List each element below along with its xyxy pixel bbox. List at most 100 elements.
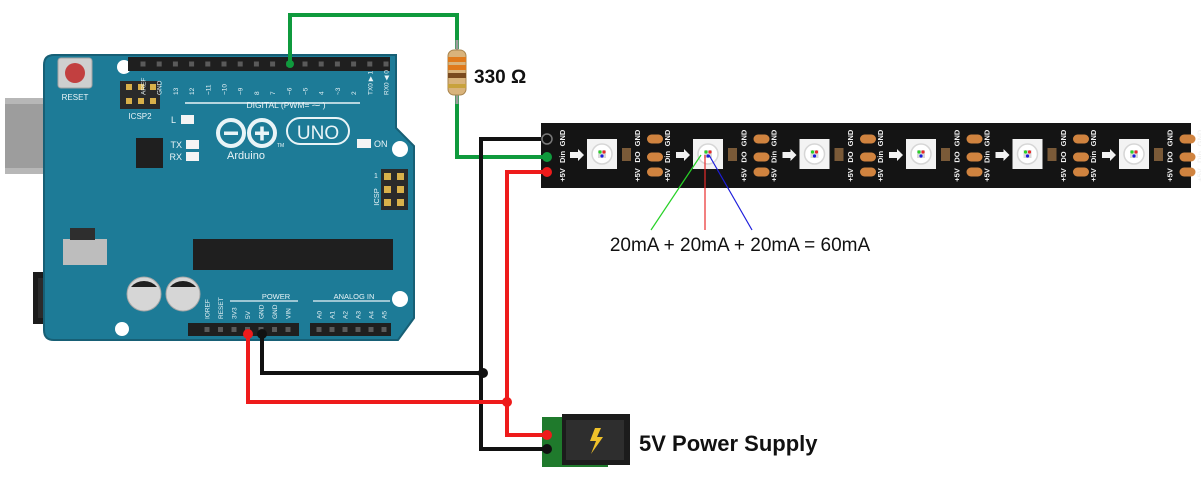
strip-solder-pad (1073, 167, 1089, 177)
digital-header-label: DIGITAL (PWM= ⁓ ) (246, 100, 325, 110)
icsp-label: ICSP (372, 188, 381, 206)
led-rx (186, 152, 199, 161)
strip-solder-pad (1179, 152, 1196, 162)
uno-badge (286, 117, 350, 145)
digital-pin-socket[interactable] (351, 61, 357, 67)
strip-solder-pad (647, 134, 663, 144)
analog-pin-socket[interactable] (329, 327, 335, 332)
strip-solder-pad (647, 152, 663, 162)
led-l (181, 115, 194, 124)
pin-label: ~11 (205, 84, 212, 95)
power-header-label: POWER (262, 292, 291, 301)
strip-pad-label: GND (558, 129, 567, 146)
led-strip: GNDDin+5VGNDDO+5VGNDDin+5VGNDDO+5VGNDDin… (541, 123, 1201, 188)
digital-pin-socket[interactable] (237, 61, 243, 67)
strip-pad-label: DO (1059, 151, 1068, 162)
analog-pin-socket[interactable] (355, 327, 361, 332)
digital-pin-socket[interactable] (221, 61, 227, 67)
resistor-body (447, 49, 467, 96)
strip-pad-label: Din (876, 151, 885, 164)
strip-solder-pad (1073, 152, 1089, 162)
icsp2-header (120, 81, 160, 109)
power-pin-socket[interactable] (218, 327, 223, 332)
analog-header-label: ANALOG IN (334, 292, 375, 301)
mounting-hole (117, 60, 131, 74)
pin-label: AREF (141, 78, 148, 95)
data-direction-arrow-icon (676, 149, 690, 161)
analog-pin-socket[interactable] (316, 327, 322, 332)
power-pin-socket[interactable] (285, 327, 291, 332)
strip-pad-label: +5V (558, 168, 567, 182)
data-wire (455, 95, 549, 159)
pin-label: A1 (330, 311, 337, 319)
mounting-hole (392, 141, 408, 157)
pin-label: 7 (270, 91, 277, 95)
data-wire (288, 13, 459, 64)
icsp-pin1-label: 1 (374, 173, 378, 180)
led-on-label: ON (374, 139, 388, 149)
led-tx-label: TX (170, 140, 182, 150)
strip-pad-label: GND (876, 129, 885, 146)
strip-pad-label: GND (953, 129, 962, 146)
power-pin-socket[interactable] (231, 327, 237, 332)
strip-pad-label: GND (1196, 129, 1201, 146)
strip-capacitor (1047, 148, 1057, 161)
strip-solder-pad (1179, 134, 1196, 144)
analog-pin-socket[interactable] (381, 327, 387, 332)
strip-pad-label: GND (1089, 129, 1098, 146)
strip-pad-label: DO (740, 151, 749, 162)
digital-pin-socket[interactable] (205, 61, 211, 67)
strip-pad-label: +5V (876, 168, 885, 182)
strip-pad-label: Din (983, 151, 992, 164)
strip-solder-pad (753, 152, 770, 162)
digital-pin-socket[interactable] (318, 61, 324, 67)
digital-pin-socket[interactable] (140, 61, 146, 67)
digital-pin-socket[interactable] (156, 61, 162, 67)
analog-pin-socket[interactable] (342, 327, 348, 332)
power-pin-socket[interactable] (272, 327, 277, 332)
digital-pin-socket[interactable] (172, 61, 178, 67)
strip-pad-label: DO (846, 151, 855, 162)
pin-label: GND (157, 80, 164, 95)
strip-solder-pad (860, 167, 876, 177)
pin-label: 4 (319, 91, 326, 95)
strip-capacitor (1154, 148, 1163, 161)
ws2812-led (1012, 139, 1043, 169)
arduino-logo-text: Arduino (227, 150, 265, 162)
digital-pin-socket[interactable] (334, 61, 340, 67)
voltage-regulator (63, 239, 107, 265)
strip-pad-label: +5V (770, 168, 779, 182)
strip-pad-label: GND (770, 129, 779, 146)
pin-label: A3 (356, 311, 363, 319)
digital-pin-socket[interactable] (383, 61, 389, 67)
digital-pin-socket[interactable] (253, 61, 259, 67)
strip-pad-label: +5V (1196, 168, 1201, 182)
pin-label: GND (272, 304, 279, 319)
pin-label: A4 (369, 311, 376, 319)
digital-pin-socket[interactable] (189, 61, 195, 67)
strip-pad-label: +5V (1059, 168, 1068, 182)
strip-pad-label: DO (1166, 151, 1175, 162)
led-rx-label: RX (169, 152, 182, 162)
analog-header (310, 323, 391, 336)
strip-pad-label: +5V (1089, 168, 1098, 182)
usb-chip (136, 138, 163, 168)
analog-pin-socket[interactable] (368, 327, 374, 332)
power-pin-socket[interactable] (204, 327, 210, 332)
capacitor (165, 276, 201, 312)
data-direction-arrow-icon (570, 149, 584, 161)
strip-solder-pad (860, 152, 876, 162)
power-supply-jack (542, 414, 630, 467)
power-wire (246, 334, 508, 404)
digital-pin-socket[interactable] (270, 61, 276, 67)
pin-label: 5V (245, 310, 252, 319)
pin-label: VIN (286, 308, 293, 319)
digital-pin-socket[interactable] (302, 61, 308, 67)
reset-label: RESET (62, 93, 89, 102)
resistor-label: 330 Ω (474, 67, 526, 88)
strip-pad-label: +5V (953, 168, 962, 182)
wires (243, 13, 553, 454)
digital-pin-socket[interactable] (367, 61, 373, 67)
reset-button-cap[interactable] (65, 63, 85, 83)
